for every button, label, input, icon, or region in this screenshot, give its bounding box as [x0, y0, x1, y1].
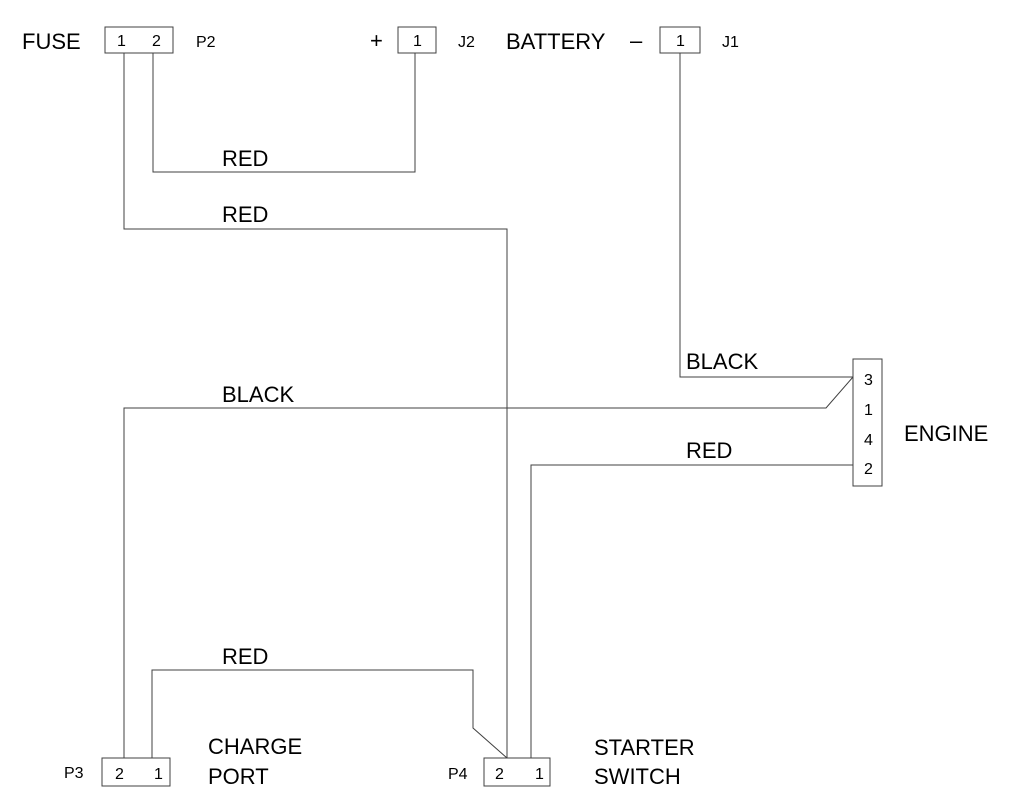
p3-pin-1: 1 — [154, 766, 163, 783]
battery-positive-connector-j2 — [397, 26, 437, 54]
battery-minus-sign: – — [630, 28, 643, 53]
charge-port-connector-p3 — [101, 757, 171, 787]
j1-ref: J1 — [722, 34, 739, 51]
wire-label-charge-switch: RED — [222, 644, 268, 669]
starter-switch-label-line1: STARTER — [594, 735, 695, 760]
p3-ref: P3 — [64, 765, 84, 782]
wire-label-battery-engine: BLACK — [686, 349, 758, 374]
battery-plus-sign: + — [370, 28, 383, 53]
j2-pin-1: 1 — [413, 33, 422, 50]
wire-engine3-to-charge2 — [123, 376, 854, 758]
wire-engine2-to-switch1 — [530, 464, 853, 758]
battery-negative-connector-j1 — [659, 26, 701, 54]
engine-pin-2: 2 — [864, 461, 873, 478]
wire-label-engine-switch: RED — [686, 438, 732, 463]
p2-pin-2: 2 — [152, 33, 161, 50]
engine-pin-3: 3 — [864, 372, 873, 389]
wire-fuse2-to-j2 — [152, 53, 416, 173]
j2-ref: J2 — [458, 34, 475, 51]
engine-pin-1: 1 — [864, 402, 873, 419]
starter-switch-connector-p4 — [483, 757, 551, 787]
starter-switch-label-line2: SWITCH — [594, 764, 681, 789]
wire-label-engine-charge: BLACK — [222, 382, 294, 407]
j1-pin-1: 1 — [676, 33, 685, 50]
wire-charge1-to-switch2 — [151, 669, 508, 759]
engine-connector — [852, 358, 883, 487]
wire-label-fuse2-j2: RED — [222, 146, 268, 171]
wire-fuse1-to-switch2 — [123, 53, 508, 758]
battery-label: BATTERY — [506, 29, 606, 54]
fuse-label: FUSE — [22, 29, 81, 54]
p4-pin-2: 2 — [495, 766, 504, 783]
fuse-connector-p2 — [104, 26, 174, 54]
p4-ref: P4 — [448, 766, 468, 783]
engine-pin-4: 4 — [864, 432, 873, 449]
charge-port-label-line1: CHARGE — [208, 734, 302, 759]
wire-label-fuse1-switch: RED — [222, 202, 268, 227]
p2-pin-1: 1 — [117, 33, 126, 50]
p2-ref: P2 — [196, 34, 216, 51]
wire-battery-to-engine3 — [679, 53, 853, 378]
charge-port-label-line2: PORT — [208, 764, 269, 789]
p3-pin-2: 2 — [115, 766, 124, 783]
p4-pin-1: 1 — [535, 766, 544, 783]
engine-label: ENGINE — [904, 421, 988, 446]
